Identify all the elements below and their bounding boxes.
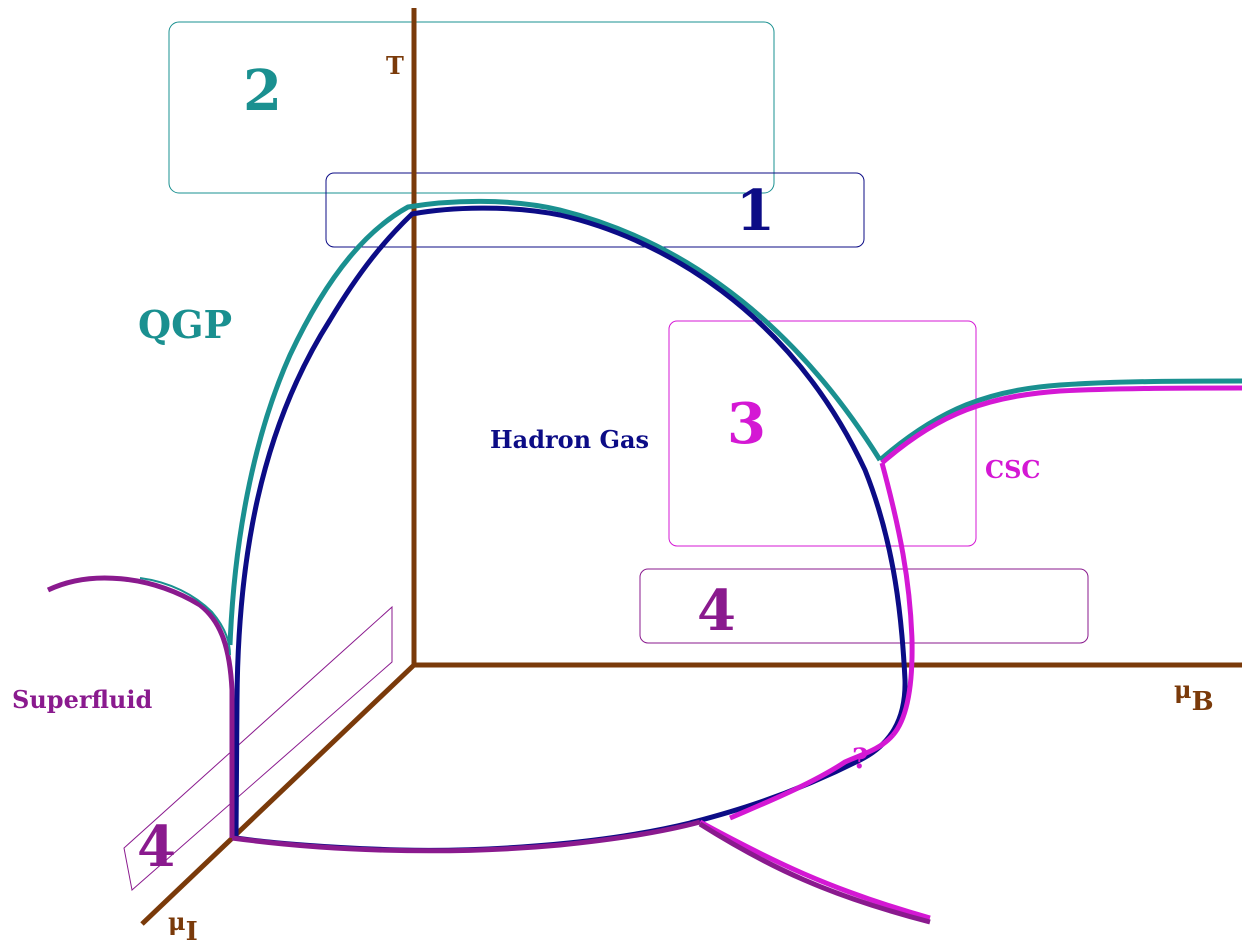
baryon-axis-label: μB	[1174, 675, 1214, 717]
superfluid-teal-overlap	[139, 577, 231, 656]
isospin-axis-subscript: I	[186, 917, 198, 946]
isospin-chemical-potential-axis	[140, 663, 416, 926]
csc-tail-curve	[698, 819, 931, 921]
baryon-axis-mu: μ	[1174, 675, 1192, 704]
csc-teal-curve	[878, 378, 1242, 462]
temperature-axis-label: T	[386, 51, 404, 80]
superfluid-bottom-curve	[231, 819, 701, 854]
region-label-1: 1	[736, 178, 775, 244]
region-box-2	[168, 21, 775, 194]
region-label-4-front: 4	[697, 578, 736, 644]
csc-lower-boundary	[879, 462, 915, 737]
baryon-axis-subscript: B	[1192, 687, 1214, 717]
region-label-4-side: 4	[137, 814, 176, 880]
region-box-4-front	[639, 568, 1089, 644]
isospin-axis-mu: μ	[168, 907, 186, 936]
qgp-label: QGP	[138, 302, 232, 347]
region-label-3: 3	[727, 391, 766, 457]
region-box-1	[325, 172, 865, 248]
isospin-axis-label: μI	[168, 907, 198, 946]
region-box-4-side	[123, 605, 393, 891]
region-box-3	[668, 320, 977, 547]
superfluid-tail-curve	[698, 821, 931, 925]
csc-upper-curve	[880, 385, 1242, 465]
csc-label: CSC	[985, 455, 1041, 484]
superfluid-curve	[46, 575, 235, 838]
region-label-2: 2	[243, 58, 282, 124]
superfluid-label: Superfluid	[12, 685, 152, 714]
hadron-gas-label: Hadron Gas	[490, 425, 649, 454]
hadron-gas-boundary	[233, 205, 908, 853]
question-mark: ?	[852, 742, 868, 775]
csc-dashed-segment	[729, 733, 895, 821]
qgp-transition-curve	[227, 198, 883, 646]
